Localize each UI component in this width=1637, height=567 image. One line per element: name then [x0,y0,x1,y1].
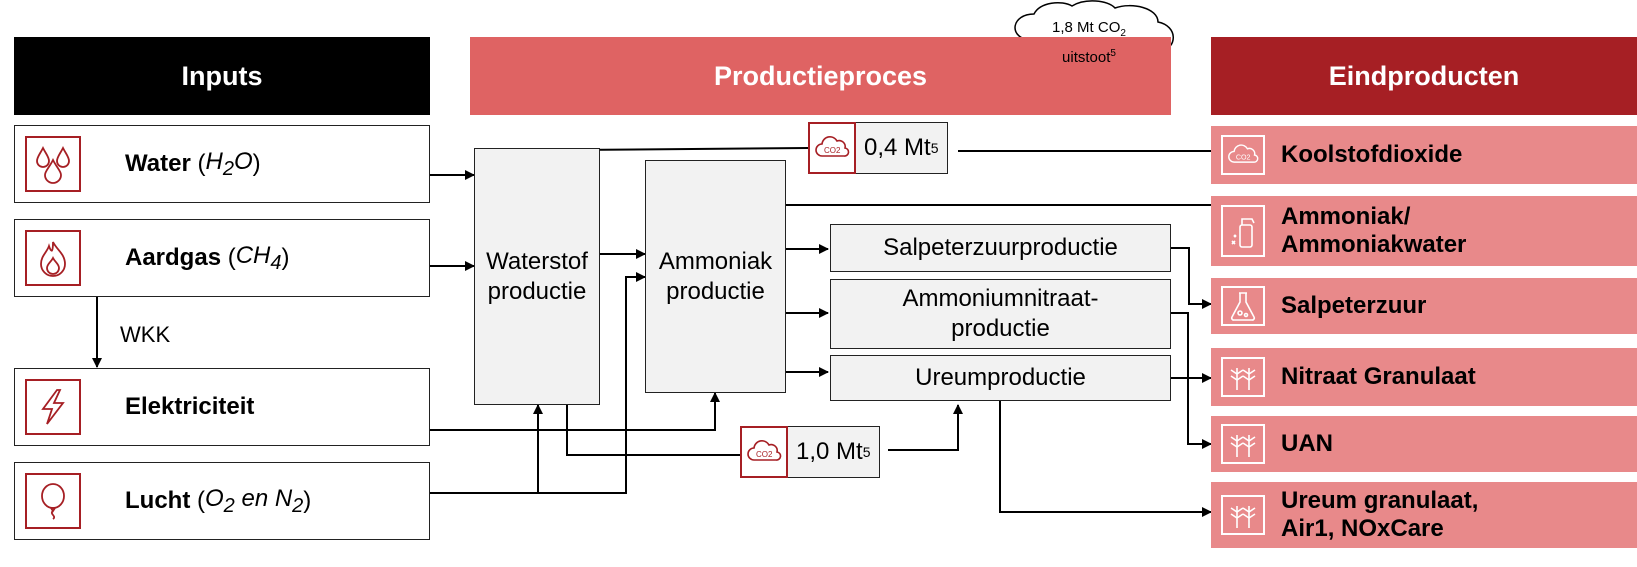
flask-icon [1221,286,1265,326]
ammoniak-line1: Ammoniak [658,247,773,275]
product-uan: UAN [1211,416,1637,472]
emission-top-value: 0,4 Mt [864,134,931,161]
process-ammoniumnitraat: Ammoniumnitraat- productie [830,279,1171,349]
header-outputs: Eindproducten [1211,37,1637,115]
waterstof-line2: productie [487,277,587,305]
plant-icon [1221,424,1265,464]
product-label: Salpeterzuur [1281,292,1426,320]
product-line1: Koolstofdioxide [1281,141,1463,168]
cloud-line1: 1,8 Mt CO [1052,19,1121,36]
product-salpeterzuur: Salpeterzuur [1211,278,1637,334]
product-line2: Air1, NOxCare [1281,515,1444,542]
product-line1: UAN [1281,430,1333,457]
header-outputs-label: Eindproducten [1328,60,1520,91]
lucht-f-mid: en N [234,484,293,512]
emission-bottom-sup: 5 [862,444,871,460]
spray-bottle-icon [1221,205,1265,257]
lucht-f1: O [205,484,224,512]
co2-cloud-icon: CO2 [1221,135,1265,175]
salpeterzuur-label: Salpeterzuurproductie [883,234,1118,261]
water-formula-sub: 2 [222,157,234,180]
cloud-line2-sup: 5 [1110,48,1116,59]
input-water-label: Water (H2O) [125,147,261,180]
plant-icon [1221,357,1265,397]
input-water-name: Water [125,150,191,177]
balloon-icon [25,473,81,529]
product-label: Ammoniak/ Ammoniakwater [1281,203,1466,259]
ammoniumnitraat-line1: Ammoniumnitraat- [902,285,1099,312]
product-line1: Salpeterzuur [1281,292,1427,319]
cloud-line1-sub: 2 [1120,28,1126,39]
emission-cloud-text: 1,8 Mt CO2 uitstoot5 [1030,18,1148,68]
water-formula-post: O [233,147,253,175]
input-lucht-name: Lucht [125,487,191,514]
header-inputs: Inputs [14,37,430,115]
process-salpeterzuur: Salpeterzuurproductie [830,224,1171,272]
process-ammoniak: Ammoniak productie [645,160,786,393]
water-drops-icon [25,136,81,192]
svg-text:CO2: CO2 [1236,153,1251,161]
header-process: Productieproces [470,37,1171,115]
waterstof-line1: Waterstof [486,247,588,275]
input-elektriciteit-label: Elektriciteit [125,369,254,445]
aardgas-formula-sub: 4 [270,251,282,274]
header-inputs-label: Inputs [181,60,263,91]
header-process-label: Productieproces [713,60,928,91]
process-ureum: Ureumproductie [830,355,1171,401]
product-ammoniak: Ammoniak/ Ammoniakwater [1211,196,1637,266]
product-line1: Nitraat Granulaat [1281,363,1476,390]
product-nitraat-granulaat: Nitraat Granulaat [1211,348,1637,406]
ammoniak-line2: productie [666,277,765,305]
input-elektriciteit-name: Elektriciteit [125,393,255,420]
lucht-f1-sub: 2 [223,494,235,517]
ammoniumnitraat-line2: productie [951,315,1050,342]
product-ureum-granulaat: Ureum granulaat, Air1, NOxCare [1211,482,1637,548]
input-elektriciteit: Elektriciteit [14,368,430,446]
lightning-icon [25,379,81,435]
product-koolstofdioxide: CO2 Koolstofdioxide [1211,126,1637,184]
input-aardgas: Aardgas (CH4) [14,219,430,297]
co2-cloud-icon: CO2 [808,122,856,174]
flame-icon [25,230,81,286]
product-label: Nitraat Granulaat [1281,363,1476,391]
ureum-label: Ureumproductie [915,364,1086,391]
product-label: UAN [1281,430,1333,458]
product-line1: Ammoniak/ [1281,203,1411,230]
product-line1: Ureum granulaat, [1281,487,1479,514]
product-label: Koolstofdioxide [1281,141,1462,169]
plant-icon [1221,495,1265,535]
input-lucht-label: Lucht (O2 en N2) [125,484,312,517]
cloud-line2: uitstoot [1062,49,1111,66]
lucht-f2-sub: 2 [292,494,304,517]
emission-bottom-value: 1,0 Mt [796,438,863,465]
product-line2: Ammoniakwater [1281,231,1467,258]
input-aardgas-label: Aardgas (CH4) [125,241,290,274]
input-lucht: Lucht (O2 en N2) [14,462,430,540]
svg-text:CO2: CO2 [824,146,841,155]
svg-text:CO2: CO2 [756,450,773,459]
aardgas-formula-pre: CH [235,241,271,269]
input-water: Water (H2O) [14,125,430,203]
emission-top-sup: 5 [930,140,939,156]
input-aardgas-name: Aardgas [125,244,222,271]
co2-cloud-icon: CO2 [740,426,788,478]
product-label: Ureum granulaat, Air1, NOxCare [1281,487,1478,543]
process-waterstof: Waterstof productie [474,148,600,405]
wkk-label: WKK [120,322,171,347]
water-formula-pre: H [205,147,223,175]
